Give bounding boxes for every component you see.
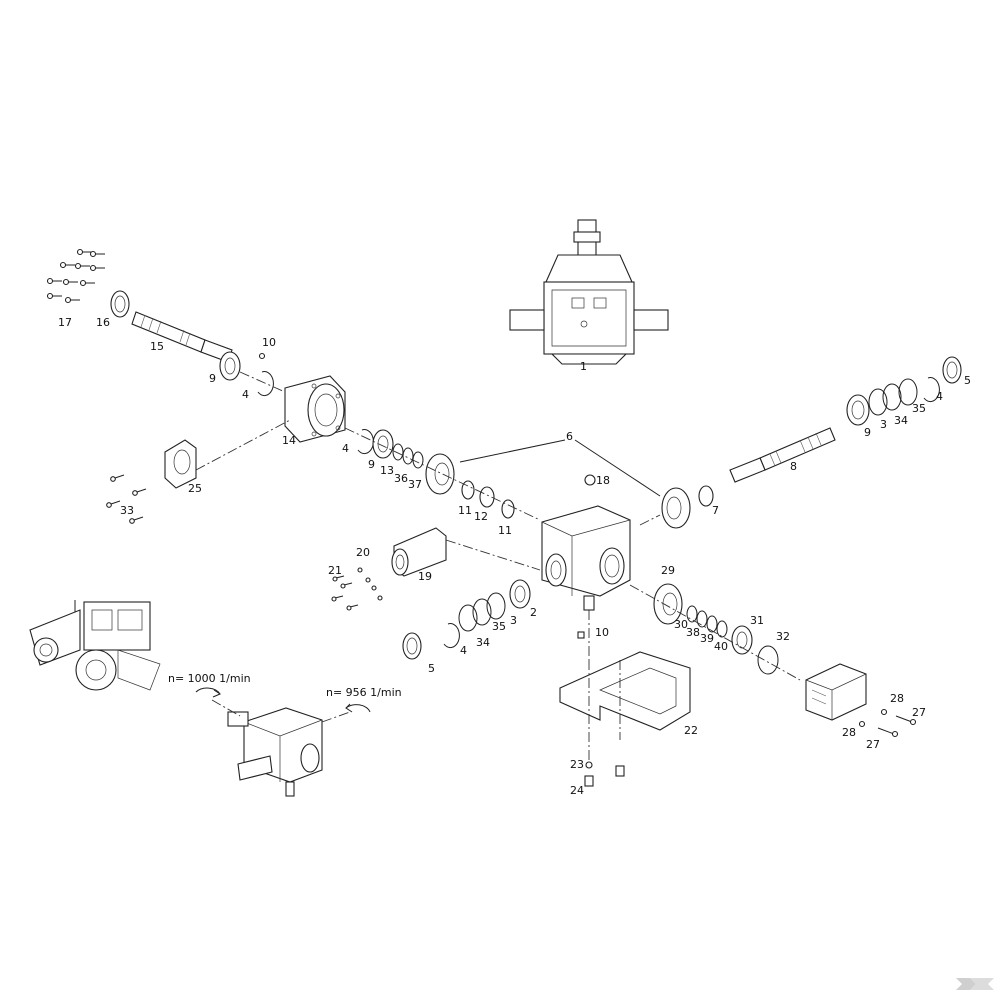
rotation-gearbox	[195, 687, 371, 797]
label-2: 2	[530, 606, 537, 619]
label-4: 4	[460, 644, 467, 657]
brand-logo-icon	[956, 978, 994, 990]
label-33: 33	[120, 504, 134, 517]
label-6: 6	[566, 430, 573, 443]
label-3: 3	[880, 418, 887, 431]
label-11: 11	[458, 504, 472, 517]
sleeve-group	[331, 527, 541, 611]
label-28: 28	[842, 726, 856, 739]
label-22: 22	[684, 724, 698, 737]
label-25: 25	[188, 482, 202, 495]
label-20: 20	[356, 546, 370, 559]
output-shaft-group	[639, 356, 962, 529]
label-4: 4	[342, 442, 349, 455]
tractor-icon	[29, 600, 161, 691]
label-9: 9	[368, 458, 375, 471]
label-40: 40	[714, 640, 728, 653]
label-5: 5	[428, 662, 435, 675]
frame-22	[559, 651, 691, 787]
label-5: 5	[964, 374, 971, 387]
label-18: 18	[596, 474, 610, 487]
label-38: 38	[686, 626, 700, 639]
label-16: 16	[96, 316, 110, 329]
label-34: 34	[894, 414, 908, 427]
gearbox-housing	[541, 474, 631, 660]
label-1: 1	[580, 360, 587, 373]
bolts-33	[106, 474, 147, 524]
gearbox-assembly-1	[509, 219, 669, 365]
label-10: 10	[595, 626, 609, 639]
label-4: 4	[936, 390, 943, 403]
input-speed-label: n= 1000 1/min	[168, 672, 251, 685]
output-speed-label: n= 956 1/min	[326, 686, 402, 699]
label-28: 28	[890, 692, 904, 705]
label-15: 15	[150, 340, 164, 353]
label-29: 29	[661, 564, 675, 577]
label-31: 31	[750, 614, 764, 627]
bolts-17	[46, 248, 105, 304]
label-21: 21	[328, 564, 342, 577]
label-39: 39	[700, 632, 714, 645]
label-37: 37	[408, 478, 422, 491]
label-12: 12	[474, 510, 488, 523]
label-24: 24	[570, 784, 584, 797]
label-27: 27	[912, 706, 926, 719]
label-3: 3	[510, 614, 517, 627]
label-35: 35	[912, 402, 926, 415]
label-9: 9	[209, 372, 216, 385]
label-17: 17	[58, 316, 72, 329]
label-10: 10	[262, 336, 276, 349]
label-23: 23	[570, 758, 584, 771]
input-shaft-group	[46, 248, 541, 524]
label-11: 11	[498, 524, 512, 537]
label-14: 14	[282, 434, 296, 447]
label-27: 27	[866, 738, 880, 751]
part-labels: 17 16 15 9 4 10 14 25 33 4 9 13 36 37 11…	[58, 316, 971, 797]
label-35: 35	[492, 620, 506, 633]
label-13: 13	[380, 464, 394, 477]
label-19: 19	[418, 570, 432, 583]
lower-left-rings	[402, 579, 531, 660]
label-30: 30	[674, 618, 688, 631]
lower-right-group	[629, 583, 917, 738]
label-8: 8	[790, 460, 797, 473]
label-34: 34	[476, 636, 490, 649]
label-4: 4	[242, 388, 249, 401]
label-9: 9	[864, 426, 871, 439]
label-7: 7	[712, 504, 719, 517]
label-36: 36	[394, 472, 408, 485]
label-32: 32	[776, 630, 790, 643]
